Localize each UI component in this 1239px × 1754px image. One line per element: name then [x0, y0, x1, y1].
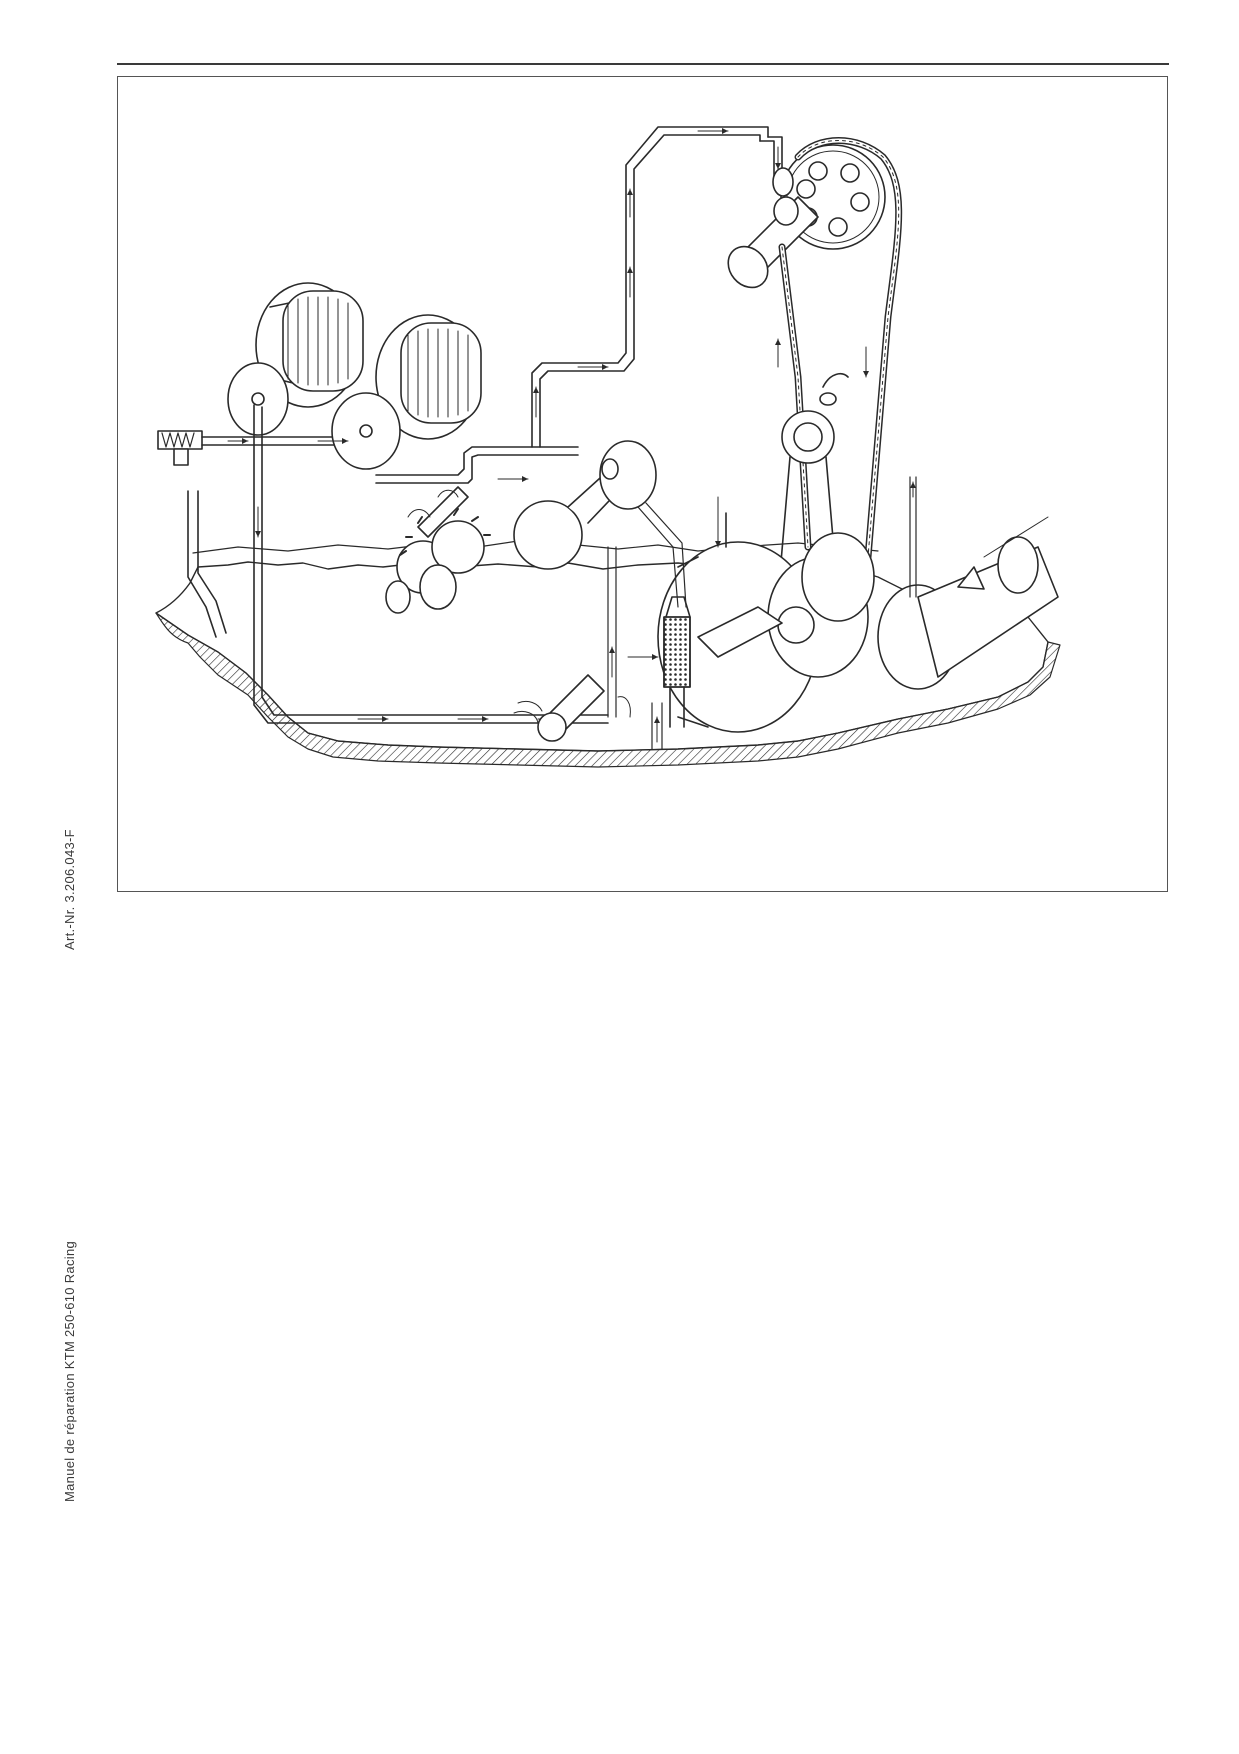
header-rule	[117, 63, 1169, 65]
lubrication-diagram-figure	[117, 76, 1168, 892]
transmission-shaft-roller-1	[227, 282, 364, 436]
timing-chain	[778, 137, 903, 561]
pickup-pipe-left	[187, 490, 227, 638]
pressure-relief-valve	[157, 430, 203, 466]
lubrication-diagram	[155, 126, 1061, 768]
manual-title-label: Manuel de réparation KTM 250-610 Racing	[62, 1240, 77, 1502]
transmission-shaft-roller-2	[331, 314, 482, 470]
pump-drive-disc	[513, 440, 657, 570]
oil-pump-bottom	[513, 674, 631, 742]
gear-spray-shaft	[407, 486, 469, 538]
oil-filter	[627, 596, 691, 728]
crankshaft	[657, 496, 875, 733]
article-number-label: Art.-Nr. 3.206.043-F	[62, 829, 77, 950]
oil-pump-gears	[385, 508, 491, 614]
connecting-rod	[777, 373, 849, 598]
balancer-shaft	[877, 476, 1059, 690]
camshaft	[727, 167, 819, 289]
